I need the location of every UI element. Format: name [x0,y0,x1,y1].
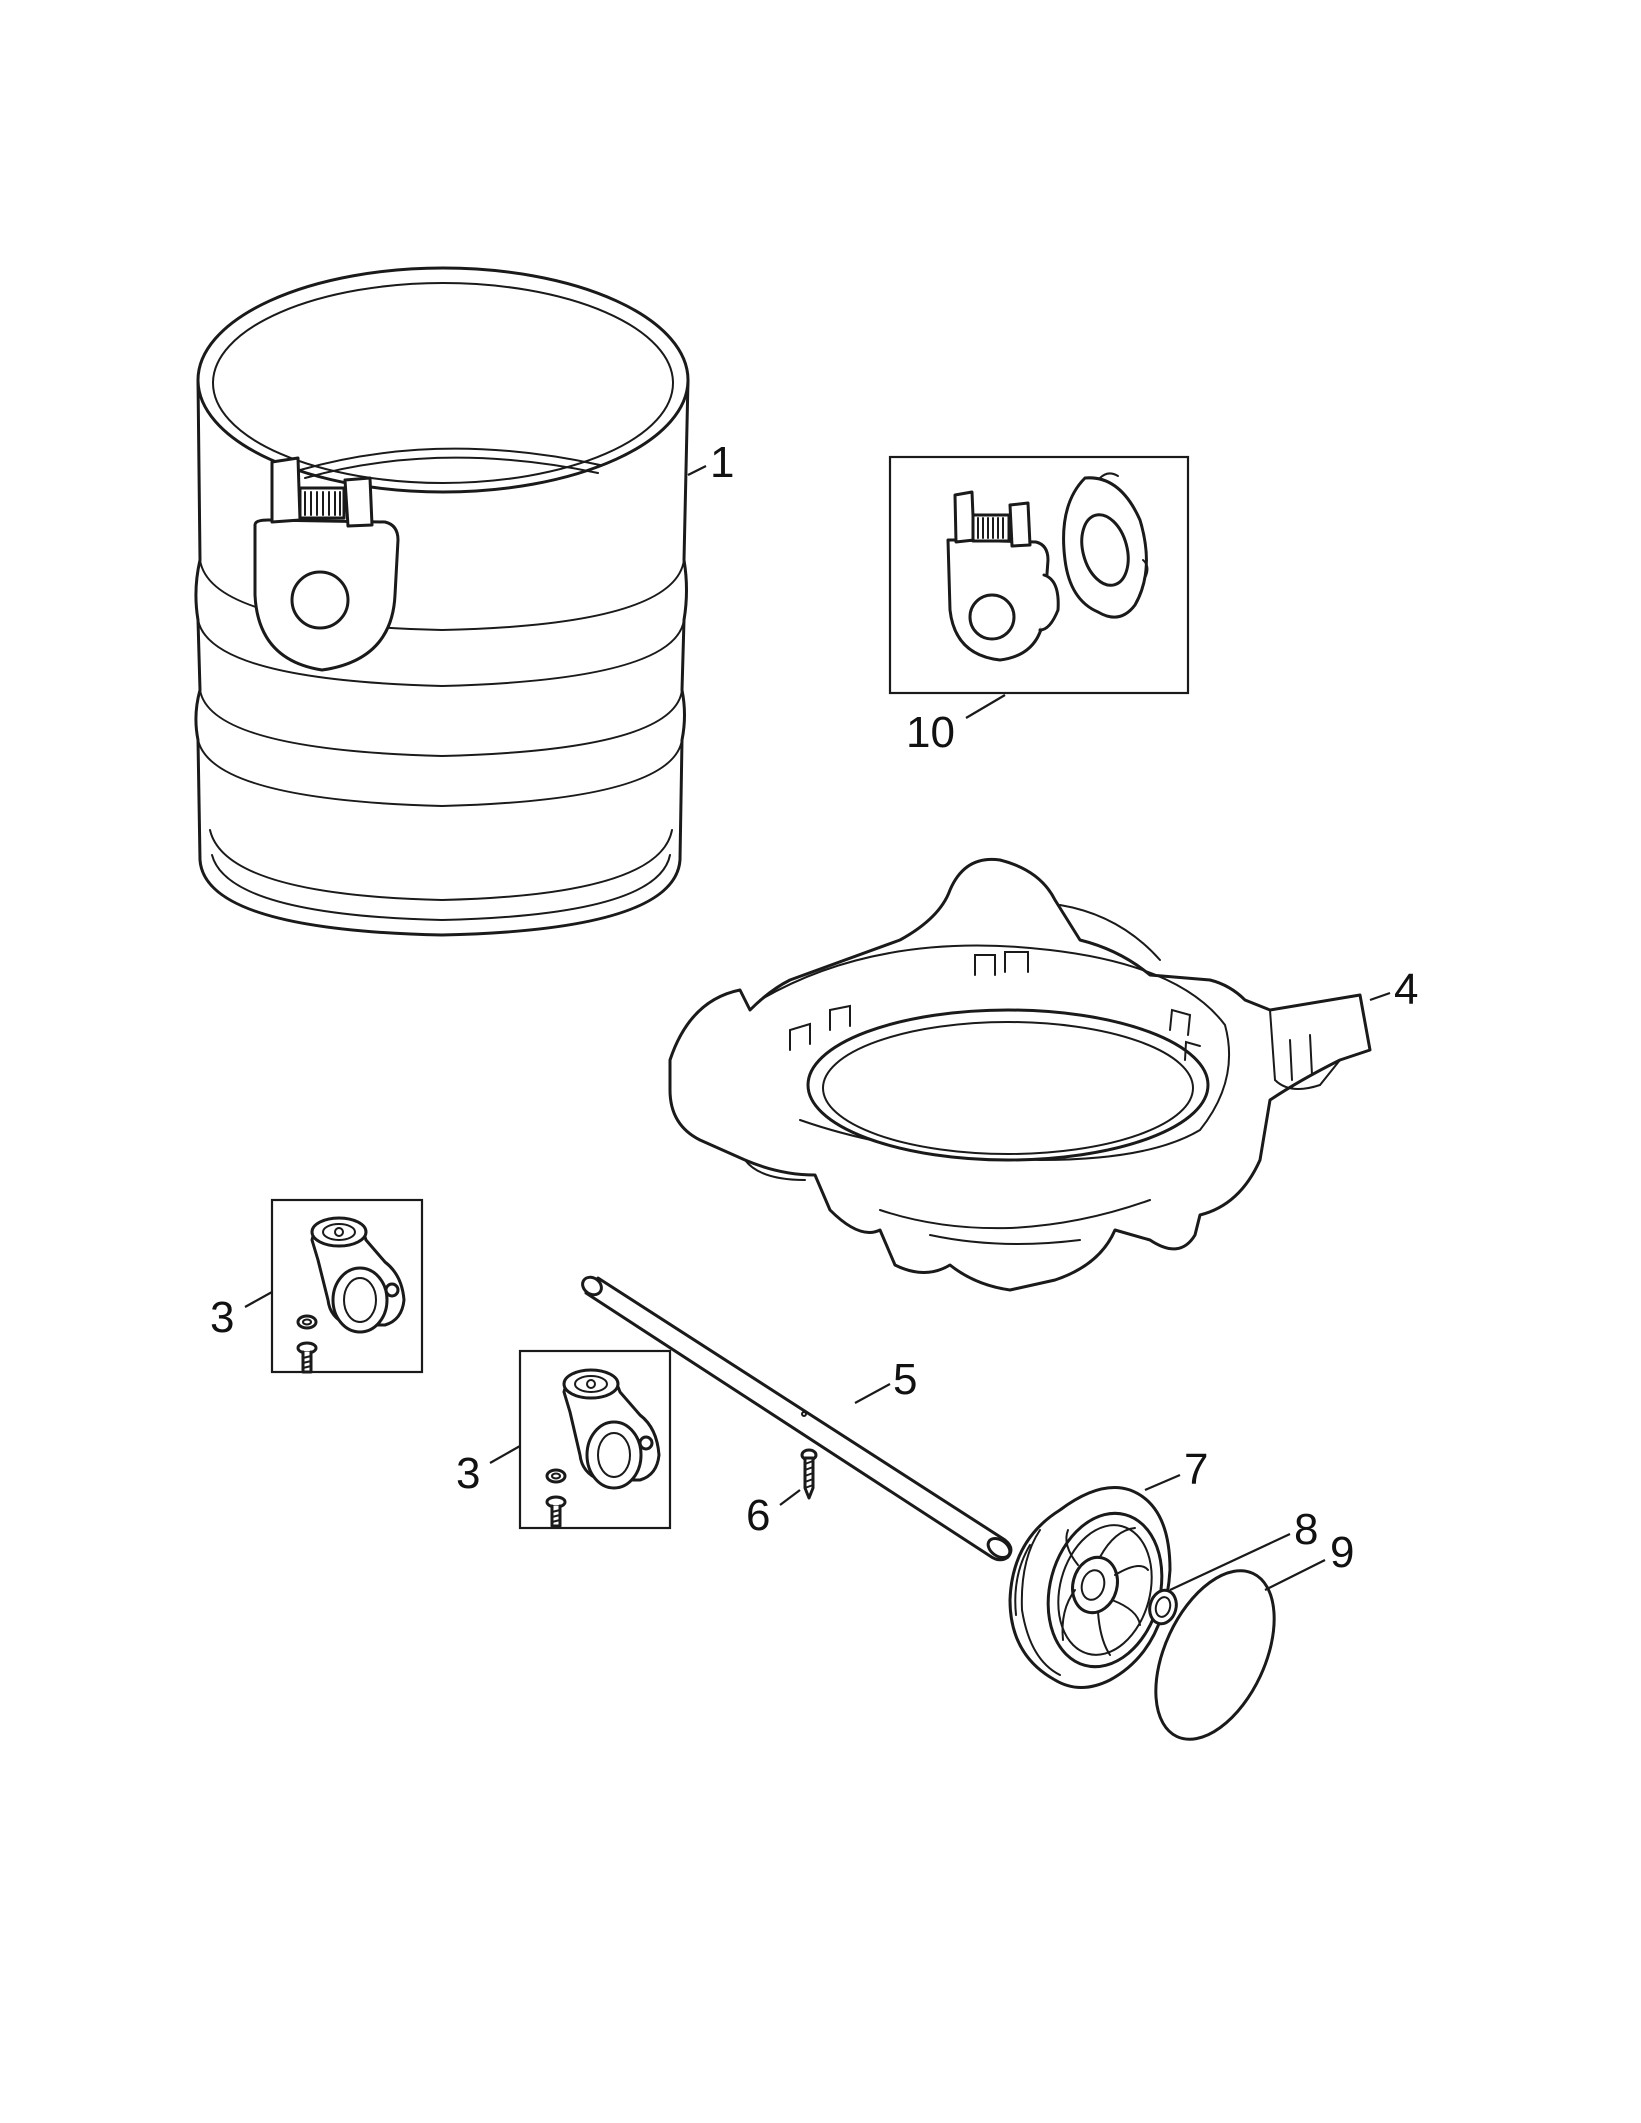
callout-3-lower: 3 [456,1449,480,1498]
part-10-frame [888,455,1190,695]
callout-8: 8 [1294,1505,1318,1554]
callout-6: 6 [746,1491,770,1540]
callout-7: 7 [1184,1445,1208,1494]
part-1-container-drum [194,266,690,937]
part-3-lower-frame [518,1349,672,1530]
part-3-caster-upper [270,1198,424,1374]
part-8-washer [1148,1588,1178,1626]
part-7-wheel [1008,1486,1172,1689]
callout-4: 4 [1394,965,1418,1014]
part-9-hub-cap [1154,1569,1276,1741]
part-6-screw [800,1448,818,1500]
callout-5: 5 [893,1355,917,1404]
callout-3-upper: 3 [210,1293,234,1342]
leader-lines [244,465,1391,1591]
part-10-latch-kit [888,455,1190,695]
part-5-axle [581,1275,1013,1562]
part-3-upper-frame [270,1198,424,1374]
callout-1: 1 [710,438,734,487]
part-4-chassis-base [668,857,1372,1292]
callout-9: 9 [1330,1528,1354,1577]
callout-numbers: 1 10 4 3 3 5 6 7 8 9 [210,438,1418,1577]
callout-10: 10 [906,708,955,757]
part-3-caster-lower [518,1349,672,1530]
